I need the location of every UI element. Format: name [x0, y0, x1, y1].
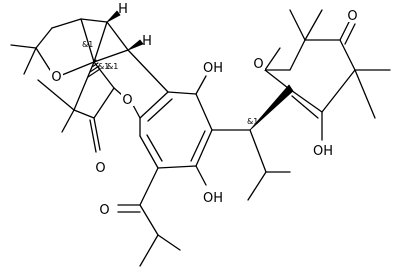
bonds	[10, 9, 391, 267]
svg-text:O: O	[347, 9, 357, 24]
atom-label: OH	[201, 190, 225, 206]
bond	[339, 19, 351, 41]
bond	[93, 21, 108, 63]
svg-text:O: O	[253, 57, 263, 72]
atom-label: OH	[311, 143, 335, 159]
bond	[35, 27, 53, 49]
bond	[289, 9, 306, 41]
bond	[291, 95, 319, 119]
svg-text:H: H	[142, 34, 152, 49]
atom-label: H	[142, 34, 152, 49]
bond	[139, 135, 159, 169]
bond	[93, 61, 115, 89]
bond	[93, 117, 101, 151]
bond	[264, 69, 289, 89]
bond	[304, 9, 323, 41]
wedge-bond	[127, 39, 144, 51]
bond	[354, 69, 376, 119]
stereo-label: &1	[107, 62, 118, 71]
bond	[93, 87, 115, 119]
bond	[139, 91, 169, 119]
stereo-labels: &1 &1 &1 &1	[82, 40, 258, 126]
bond	[113, 87, 123, 96]
svg-text:H: H	[118, 2, 128, 17]
bond	[195, 75, 207, 95]
svg-text:OH: OH	[203, 61, 223, 76]
bond	[139, 167, 159, 206]
hashed-bond	[87, 59, 101, 78]
bond	[167, 91, 197, 95]
bond	[132, 104, 141, 119]
bond	[321, 69, 356, 113]
bond	[35, 47, 51, 71]
bond	[73, 109, 95, 119]
bond	[61, 61, 95, 76]
bond	[157, 234, 181, 251]
svg-text:O: O	[122, 93, 132, 108]
bond	[127, 49, 169, 93]
atom-labels: O O O OH OH O O O	[50, 2, 359, 218]
bond	[10, 44, 37, 49]
svg-text:O: O	[51, 70, 61, 85]
bond	[249, 129, 267, 173]
bond	[146, 134, 163, 162]
atom-label: O	[252, 56, 265, 72]
stereo-label: &1	[82, 40, 93, 49]
bond	[37, 79, 75, 111]
bond	[139, 234, 159, 267]
bond	[195, 165, 207, 186]
wedge-bond	[106, 10, 121, 23]
bond	[247, 171, 267, 201]
atom-label: O	[121, 92, 134, 108]
bond	[287, 87, 323, 113]
bond	[23, 47, 37, 75]
bond	[195, 129, 213, 167]
atom-label: H	[118, 2, 128, 17]
bond	[289, 39, 306, 71]
bond	[139, 204, 159, 236]
atom-label: O	[50, 69, 63, 85]
bond	[73, 61, 95, 111]
atom-label: O	[94, 160, 107, 176]
svg-text:OH: OH	[203, 191, 223, 206]
bond	[80, 18, 108, 23]
bond	[51, 18, 82, 29]
bond	[93, 49, 129, 63]
bond	[61, 109, 75, 133]
bond	[106, 21, 129, 51]
svg-text:OH: OH	[313, 144, 333, 159]
atom-label: O	[98, 202, 111, 218]
bond	[89, 119, 97, 153]
bond	[344, 23, 356, 45]
svg-text:O: O	[99, 203, 109, 218]
bond	[147, 98, 173, 122]
svg-text:O: O	[95, 161, 105, 176]
wedge-bond	[249, 84, 294, 131]
atom-label: OH	[201, 60, 225, 76]
bond	[339, 39, 356, 71]
stereo-bonds	[87, 10, 294, 131]
bond	[264, 47, 281, 71]
bond	[80, 18, 95, 63]
atom-label: O	[346, 8, 359, 24]
bond	[190, 130, 206, 162]
bond	[157, 165, 197, 169]
bond	[195, 93, 213, 131]
stereo-label: &1	[98, 62, 109, 71]
stereo-label: &1	[247, 117, 258, 126]
